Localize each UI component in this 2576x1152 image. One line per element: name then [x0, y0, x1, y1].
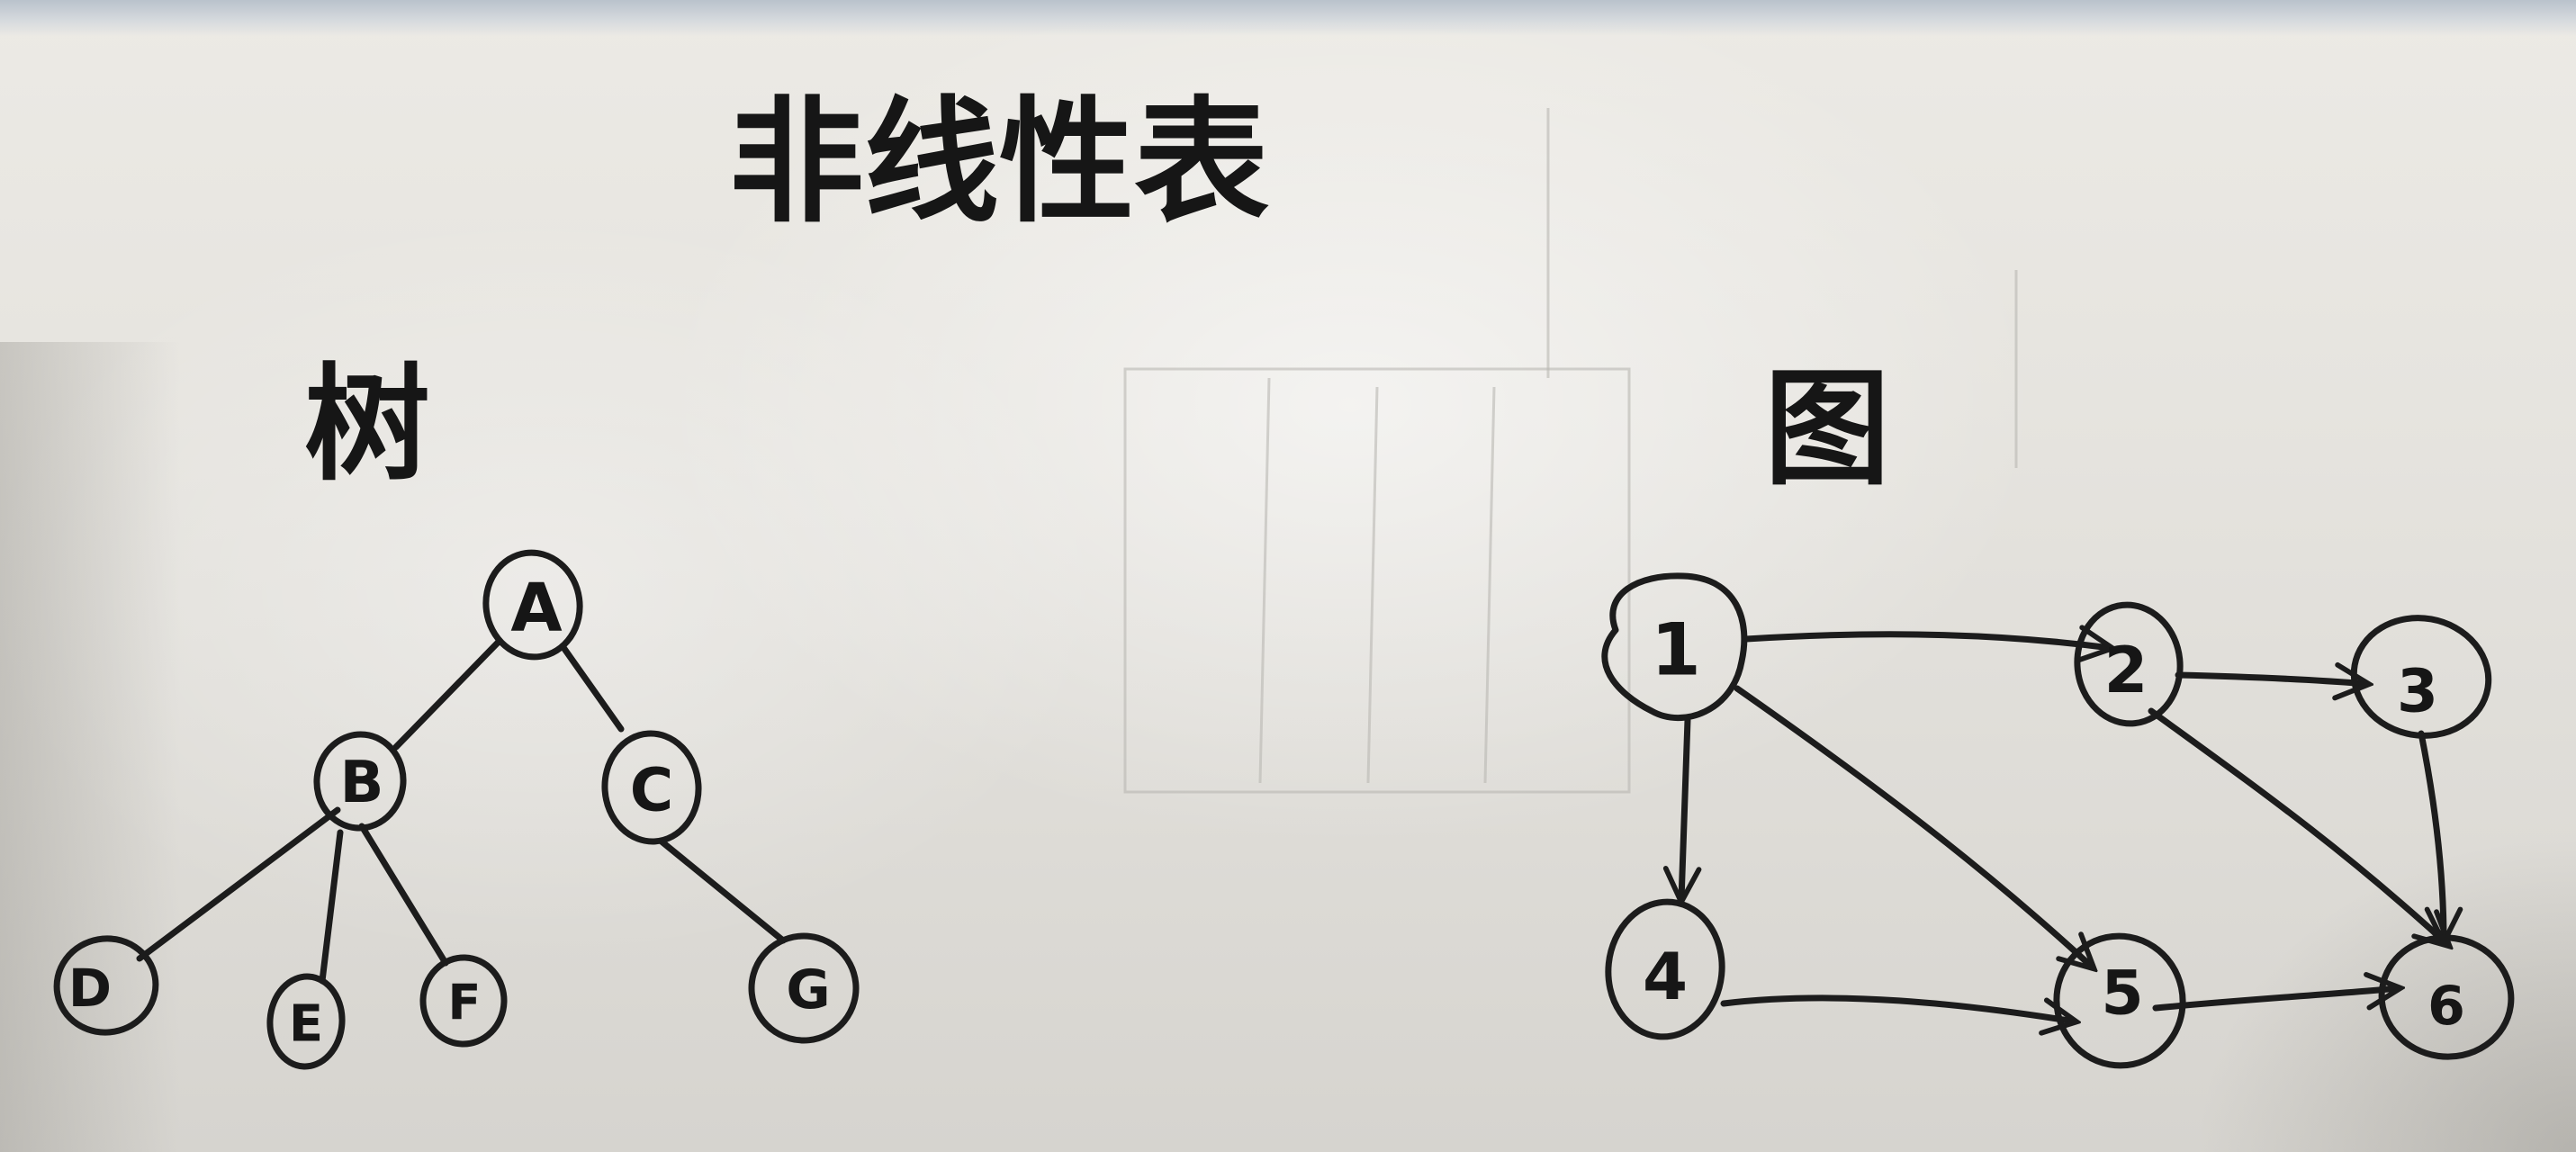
tree-node-a: A [482, 549, 583, 661]
tree-node-a-label: A [510, 570, 562, 647]
graph-node-2-label: 2 [2104, 634, 2148, 707]
graph-node-3: 3 [2350, 615, 2492, 739]
tree-heading: 树 [304, 352, 430, 499]
page-title: 非线性表 [729, 85, 1269, 241]
graph-node-1: 1 [1601, 572, 1748, 722]
graph-edge-1-2 [1743, 634, 2111, 648]
graph-node-4: 4 [1605, 898, 1725, 1040]
tree-node-b-label: B [340, 750, 384, 816]
graph-node-3-label: 3 [2397, 657, 2438, 726]
tree-node-c-label: C [630, 756, 673, 825]
tree-edge-b-e [319, 829, 344, 985]
graph-node-6: 6 [2378, 934, 2515, 1060]
tree-node-e-label: E [289, 995, 323, 1054]
tree-node-b: B [313, 731, 407, 832]
tree-node-f-label: F [448, 975, 482, 1031]
graph-edge-3-6 [2418, 730, 2444, 940]
graph-node-5-label: 5 [2101, 958, 2143, 1030]
graph-edge-5-6 [2152, 988, 2399, 1012]
tree-node-e: E [266, 973, 346, 1070]
graph-diagram: 1 2 3 4 5 6 [1601, 572, 2515, 1069]
graph-edge-4-5 [1720, 994, 2075, 1022]
tree-diagram: A B C D E F G [53, 549, 860, 1070]
graph-heading: 图 [1764, 356, 1890, 503]
graph-edges [1681, 634, 2448, 1022]
tree-edge-b-f [358, 823, 449, 967]
graph-node-2: 2 [2074, 601, 2184, 727]
graph-edge-1-4 [1681, 716, 1688, 900]
tree-node-d-label: D [68, 958, 112, 1019]
tree-node-g: G [748, 932, 860, 1044]
tree-edge-a-c [559, 643, 625, 733]
tree-edge-a-b [392, 637, 503, 751]
tree-node-d: D [53, 935, 159, 1036]
tree-edges [136, 637, 787, 985]
graph-node-1-label: 1 [1651, 608, 1701, 692]
graph-edge-2-6 [2148, 707, 2448, 945]
graph-edge-2-3 [2175, 675, 2367, 684]
tree-node-c: C [601, 730, 702, 845]
tree-edge-c-g [658, 838, 787, 944]
tree-edge-b-d [136, 806, 341, 962]
graph-edge-1-5 [1734, 685, 2093, 968]
graph-node-5: 5 [2053, 932, 2186, 1069]
show-through-marks [1123, 108, 2018, 794]
page-top-edge [0, 0, 2576, 36]
graph-node-1-circle [1601, 572, 1748, 722]
graph-node-4-label: 4 [1643, 939, 1688, 1014]
graph-node-6-label: 6 [2427, 975, 2465, 1038]
tree-node-f: F [419, 954, 508, 1048]
tree-node-g-label: G [786, 958, 830, 1022]
